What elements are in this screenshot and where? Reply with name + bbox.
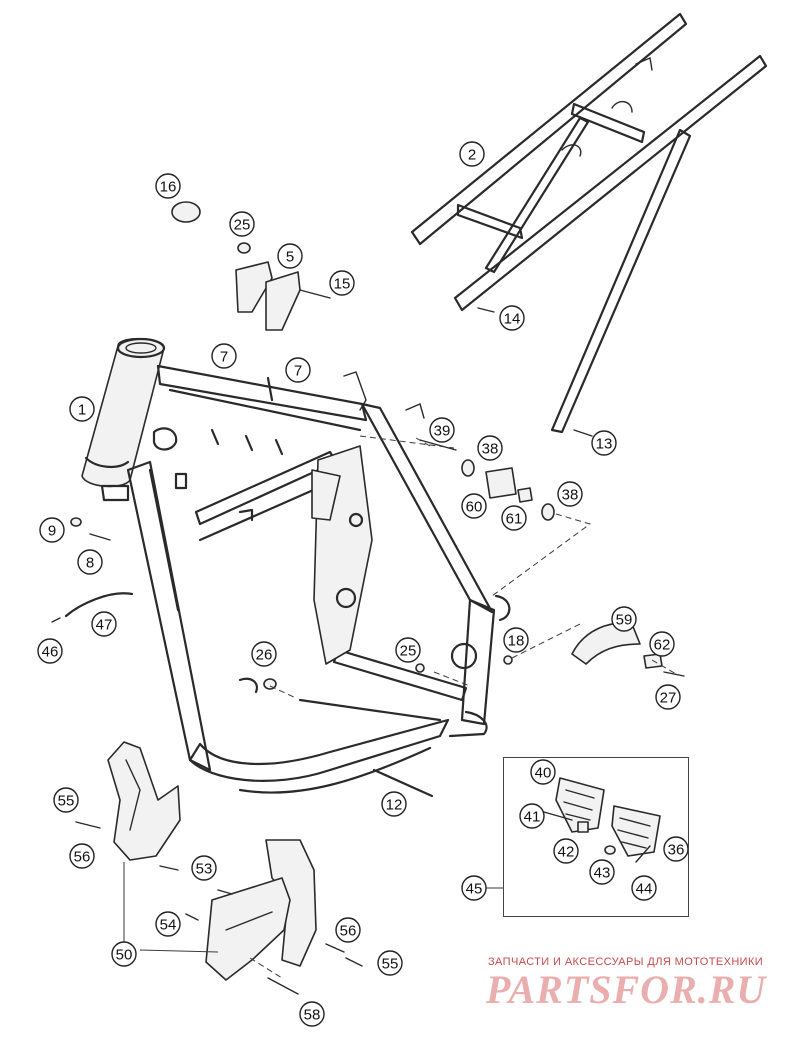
- svg-text:7: 7: [220, 349, 228, 366]
- callout-26: 26: [251, 641, 277, 667]
- callout-39: 39: [429, 417, 455, 443]
- callout-59: 59: [611, 606, 637, 632]
- svg-text:56: 56: [74, 849, 91, 866]
- callout-1: 1: [69, 396, 95, 422]
- svg-text:58: 58: [304, 1007, 321, 1024]
- leader-lines: [123, 435, 677, 979]
- svg-text:25: 25: [234, 217, 251, 234]
- svg-text:62: 62: [654, 637, 671, 654]
- frame-guards: [75, 741, 363, 995]
- svg-text:25: 25: [400, 643, 417, 660]
- svg-text:55: 55: [58, 793, 75, 810]
- svg-text:42: 42: [558, 844, 575, 861]
- callout-50: 50: [111, 941, 137, 967]
- callout-42: 42: [553, 838, 579, 864]
- svg-text:38: 38: [482, 441, 499, 458]
- callout-38b: 38: [557, 481, 583, 507]
- watermark-caption: ЗАПЧАСТИ И АКСЕССУАРЫ ДЛЯ МОТОТЕХНИКИ: [488, 956, 764, 968]
- callout-60: 60: [461, 493, 487, 519]
- callout-58: 58: [299, 1001, 325, 1027]
- svg-text:2: 2: [468, 147, 476, 164]
- callout-38a: 38: [477, 435, 503, 461]
- callout-56b: 56: [335, 917, 361, 943]
- callout-62: 62: [649, 631, 675, 657]
- svg-text:43: 43: [594, 865, 611, 882]
- svg-text:60: 60: [466, 499, 483, 516]
- svg-text:61: 61: [506, 511, 523, 528]
- svg-text:36: 36: [668, 842, 685, 859]
- callout-56a: 56: [69, 843, 95, 869]
- svg-text:47: 47: [96, 617, 113, 634]
- svg-text:38: 38: [562, 487, 579, 504]
- svg-text:55: 55: [382, 956, 399, 973]
- callout-16: 16: [155, 173, 181, 199]
- svg-text:27: 27: [660, 690, 677, 707]
- callout-8: 8: [77, 549, 103, 575]
- svg-text:7: 7: [294, 363, 302, 380]
- main-frame: [81, 337, 511, 794]
- svg-text:1: 1: [78, 402, 86, 419]
- callout-12: 12: [381, 791, 407, 817]
- svg-text:15: 15: [334, 276, 351, 293]
- watermark-logo: PARTSFOR.RU: [486, 967, 767, 1012]
- callouts: 1 2 5 7 7 8 9 12 13 14 15 16 18 25 25 26…: [37, 141, 689, 1027]
- callout-45: 45: [461, 875, 487, 901]
- callout-25a: 25: [229, 211, 255, 237]
- rear-subframe: [410, 12, 768, 434]
- footpeg-kit-box: [503, 757, 689, 917]
- svg-text:14: 14: [504, 311, 521, 328]
- callout-14: 14: [499, 305, 525, 331]
- callout-55b: 55: [377, 950, 403, 976]
- callout-27: 27: [655, 684, 681, 710]
- svg-text:56: 56: [340, 923, 357, 940]
- callout-7b: 7: [285, 357, 311, 383]
- svg-text:54: 54: [160, 917, 177, 934]
- callout-9: 9: [39, 517, 65, 543]
- svg-text:12: 12: [386, 797, 403, 814]
- svg-text:53: 53: [196, 861, 213, 878]
- callout-7a: 7: [211, 343, 237, 369]
- callout-55a: 55: [53, 787, 79, 813]
- callout-18: 18: [503, 627, 529, 653]
- callout-13: 13: [591, 430, 617, 456]
- callout-61: 61: [501, 505, 527, 531]
- svg-text:44: 44: [636, 881, 653, 898]
- callout-40: 40: [530, 759, 556, 785]
- svg-text:40: 40: [535, 765, 552, 782]
- callout-36: 36: [663, 836, 689, 862]
- svg-text:13: 13: [596, 436, 613, 453]
- svg-text:50: 50: [116, 947, 133, 964]
- svg-text:45: 45: [466, 881, 483, 898]
- small-parts: [51, 201, 685, 798]
- callout-41: 41: [519, 803, 545, 829]
- svg-text:16: 16: [160, 179, 177, 196]
- svg-text:46: 46: [42, 644, 59, 661]
- callout-15: 15: [329, 270, 355, 296]
- callout-53: 53: [191, 855, 217, 881]
- footpeg-kit-parts: [543, 777, 661, 863]
- callout-43: 43: [589, 859, 615, 885]
- svg-text:41: 41: [524, 809, 541, 826]
- svg-text:18: 18: [508, 633, 525, 650]
- svg-text:26: 26: [256, 647, 273, 664]
- svg-text:59: 59: [616, 612, 633, 629]
- callout-47: 47: [91, 611, 117, 637]
- svg-text:8: 8: [86, 555, 94, 572]
- callout-46: 46: [37, 638, 63, 664]
- svg-text:9: 9: [48, 523, 56, 540]
- svg-text:39: 39: [434, 423, 451, 440]
- callout-5: 5: [277, 243, 303, 269]
- svg-text:5: 5: [286, 249, 294, 266]
- callout-44: 44: [631, 875, 657, 901]
- callout-54: 54: [155, 911, 181, 937]
- callout-25b: 25: [395, 637, 421, 663]
- callout-2: 2: [459, 141, 485, 167]
